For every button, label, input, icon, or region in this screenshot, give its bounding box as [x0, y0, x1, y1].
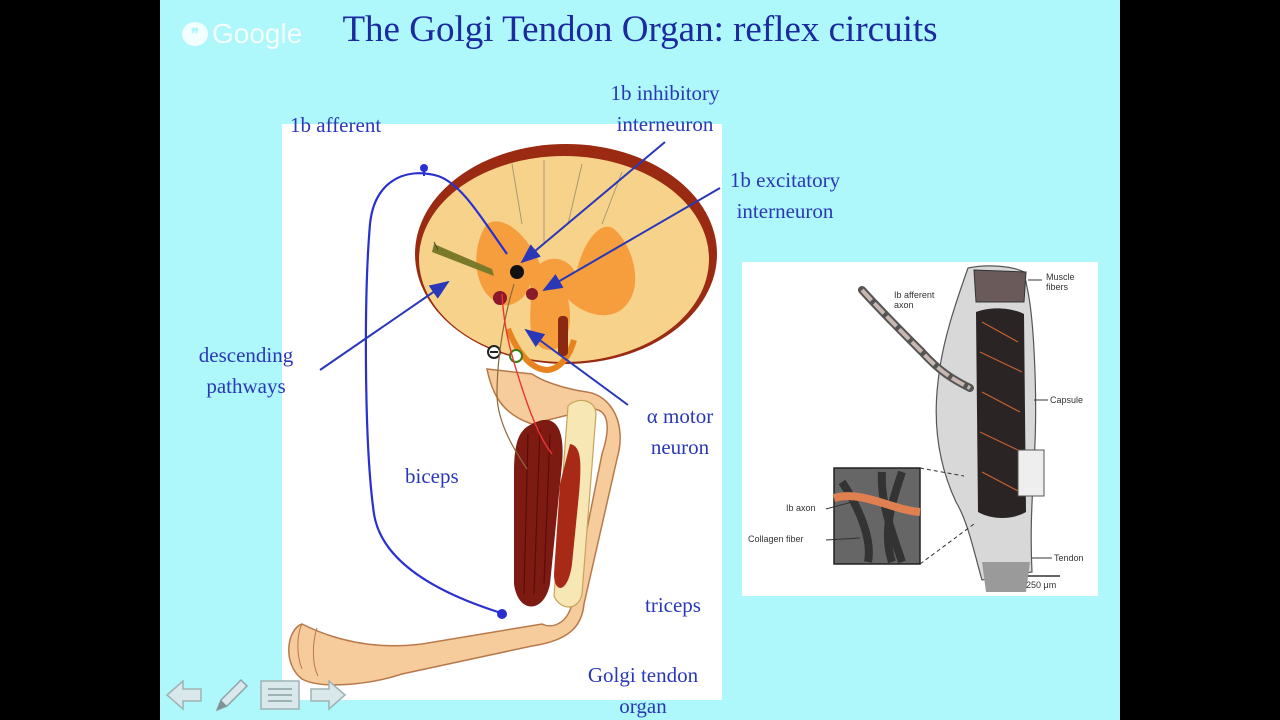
arrow-right-icon [310, 679, 347, 711]
gto-label-line: Muscle [1046, 272, 1075, 282]
hangouts-watermark: ❞ Google [182, 18, 302, 50]
gto-scale-label: 250 μm [1026, 580, 1057, 590]
label-line: 1b inhibitory [610, 81, 720, 105]
watermark-text: Google [212, 18, 303, 49]
label-1b-excitatory-interneuron: 1b excitatory interneuron [700, 165, 870, 227]
slide-menu-button[interactable] [258, 675, 302, 715]
gto-tendon-label: Tendon [1054, 553, 1084, 563]
menu-icon [260, 680, 300, 710]
label-line: pathways [206, 374, 286, 398]
biceps-muscle [514, 419, 563, 607]
gto-muscle-fibers-label: Muscle fibers [1046, 272, 1075, 292]
pen-tool-button[interactable] [210, 675, 252, 715]
gto-detail-illustration [825, 265, 1060, 592]
hangouts-icon: ❞ [182, 22, 208, 46]
inhibitory-interneuron-cell [510, 265, 524, 279]
triceps-muscle [554, 444, 581, 588]
label-golgi-tendon-organ: Golgi tendon organ [560, 660, 726, 720]
gto-label-line: axon [894, 300, 914, 310]
label-line: organ [619, 694, 667, 718]
ib-axon-shape [832, 492, 921, 516]
label-line: 1b excitatory [729, 168, 841, 192]
label-biceps: biceps [405, 464, 459, 488]
label-line: descending [198, 343, 294, 367]
gto-label-line: fibers [1046, 282, 1069, 292]
gto-label-line: Ib afferent [894, 290, 935, 300]
excitatory-interneuron-cell [526, 288, 538, 300]
afferent-pathway [364, 172, 508, 614]
gto-collagen-label: Collagen fiber [748, 534, 804, 544]
label-line: interneuron [616, 112, 714, 136]
label-line: Golgi tendon [587, 663, 699, 687]
gto-capsule-label: Capsule [1050, 395, 1084, 405]
label-line: interneuron [736, 199, 834, 223]
label-triceps: triceps [645, 593, 701, 617]
golgi-tendon-organ-marker [497, 609, 507, 619]
previous-slide-button[interactable] [164, 675, 204, 715]
gto-ib-axon-label: Ib axon [786, 503, 816, 513]
arrow-left-icon [165, 679, 202, 711]
label-1b-inhibitory-interneuron: 1b inhibitory interneuron [580, 78, 750, 140]
muscle-fibers-shape [976, 308, 1026, 518]
slide-title: The Golgi Tendon Organ: reflex circuits [342, 9, 938, 50]
next-slide-button[interactable] [308, 675, 348, 715]
alpha-motor-neuron-cell [493, 291, 507, 305]
label-1b-afferent: 1b afferent [290, 113, 382, 137]
label-line: α motor [646, 404, 714, 428]
pen-icon [215, 678, 249, 712]
inset-box [833, 467, 921, 565]
slide: ❞ Google The Golgi Tendon Organ: reflex … [160, 0, 1120, 720]
label-line: neuron [650, 435, 710, 459]
label-descending-pathways: descending pathways [178, 340, 314, 402]
gto-detail-figure: Muscle fibers Ib afferent axon Capsule I… [742, 262, 1098, 596]
dorsal-root [432, 244, 494, 276]
label-alpha-motor-neuron: α motor neuron [630, 401, 730, 463]
gto-afferent-axon-label: Ib afferent axon [894, 290, 934, 310]
